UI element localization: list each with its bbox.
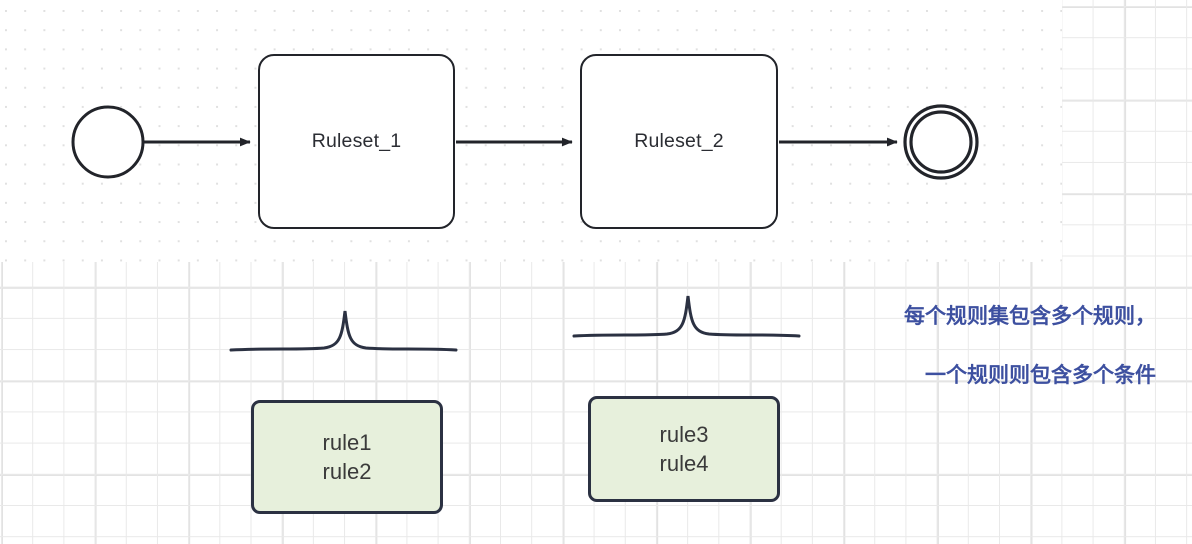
brace-ruleset-1 [229, 310, 458, 352]
bpmn-task-label: Ruleset_2 [634, 130, 724, 152]
rule-item: rule2 [322, 459, 372, 484]
annotation-line-1: 每个规则集包含多个规则， [904, 303, 1156, 328]
annotation-line-2: 一个规则则包含多个条件 [925, 363, 1156, 388]
rule-item: rule3 [659, 421, 709, 447]
rule-item: rule1 [322, 429, 372, 455]
end-event-icon[interactable] [903, 104, 979, 180]
bpmn-dot-grid-canvas [0, 0, 1062, 262]
start-event-icon[interactable] [71, 105, 145, 179]
rule-group-box-2[interactable]: rule3 rule4 [588, 396, 780, 502]
end-event-inner-ring [909, 110, 973, 174]
rule-group-box-1[interactable]: rule1 rule2 [251, 400, 443, 514]
brace-ruleset-2 [572, 295, 801, 338]
annotation-text: 每个规则集包含多个规则， 一个规则则包含多个条件 [826, 272, 1156, 421]
bpmn-task-ruleset-2[interactable]: Ruleset_2 [580, 54, 778, 229]
bpmn-task-label: Ruleset_1 [311, 130, 402, 152]
rule-item: rule4 [659, 451, 709, 476]
bpmn-task-ruleset-1[interactable]: Ruleset_1 [258, 54, 455, 229]
